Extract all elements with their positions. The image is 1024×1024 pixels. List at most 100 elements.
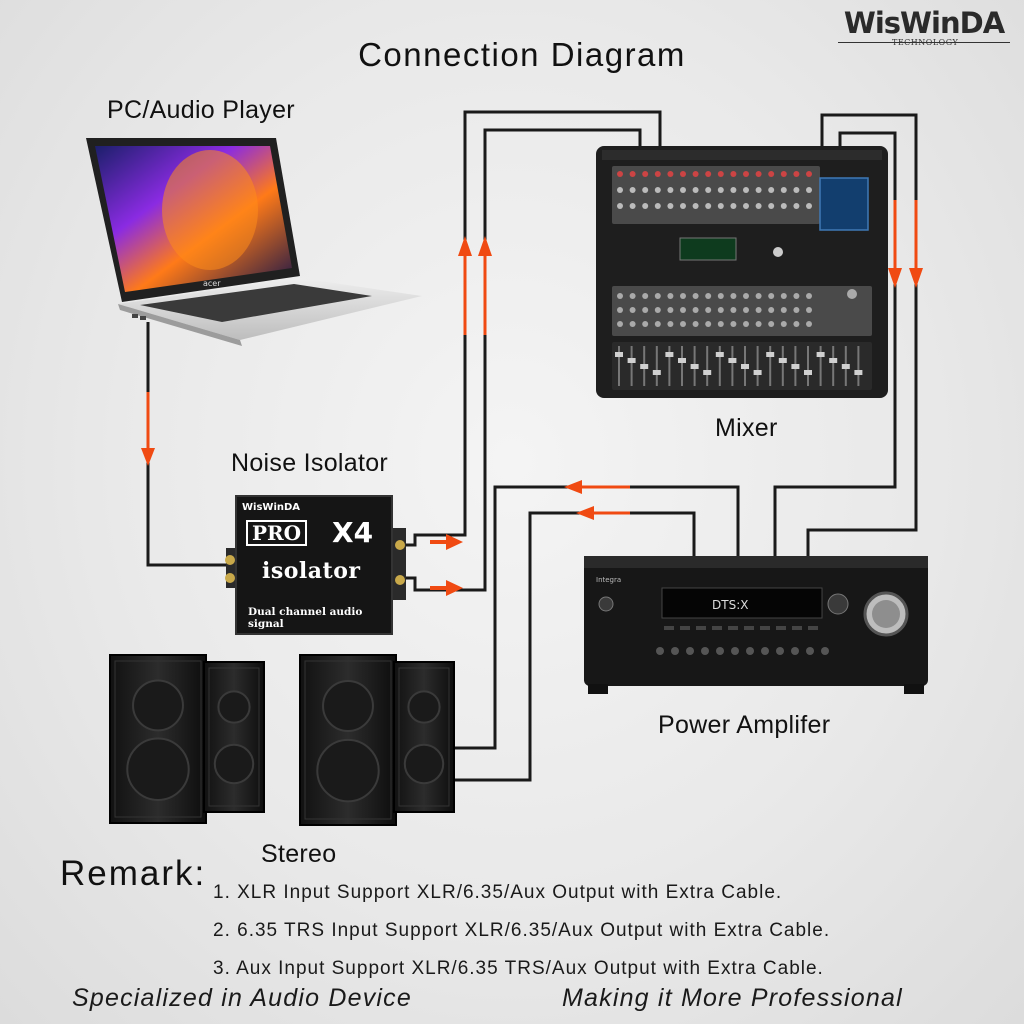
arrow-up-2 bbox=[478, 236, 492, 335]
mixer-knob bbox=[654, 293, 661, 299]
isolator-illustration bbox=[225, 495, 406, 635]
wire-amp-to-speaker-1 bbox=[455, 485, 740, 750]
mixer-knob bbox=[692, 187, 699, 193]
isolator-model: X4 bbox=[332, 516, 374, 549]
laptop-logo: acer bbox=[203, 279, 221, 288]
brand-tagline: TECHNOLOGY bbox=[892, 38, 959, 47]
amp-button bbox=[664, 626, 674, 630]
mixer-knob bbox=[617, 187, 623, 193]
speaker-cabinet bbox=[203, 661, 265, 813]
mixer-knob bbox=[705, 307, 712, 313]
wire-amp-to-speaker-2 bbox=[455, 511, 696, 782]
mixer-knob bbox=[692, 171, 699, 177]
amp-button bbox=[808, 626, 818, 630]
mixer-knob bbox=[780, 203, 787, 209]
mixer-knob bbox=[692, 203, 699, 209]
isolator-pro: PRO bbox=[246, 520, 308, 546]
laptop-illustration: acer bbox=[86, 138, 422, 346]
amp-button bbox=[792, 626, 802, 630]
amplifier-illustration: DTS:X Integra bbox=[584, 556, 928, 694]
mixer-knob bbox=[768, 203, 775, 209]
mixer-knob bbox=[755, 187, 762, 193]
mixer-knob bbox=[667, 307, 674, 313]
amp-button bbox=[791, 647, 799, 655]
remark-heading: Remark: bbox=[60, 854, 207, 893]
amp-button bbox=[806, 647, 814, 655]
amp-button bbox=[821, 647, 829, 655]
mixer-knob bbox=[730, 203, 737, 209]
amp-display-text: DTS:X bbox=[712, 598, 748, 612]
mixer-knob bbox=[642, 187, 649, 193]
amp-brand: Integra bbox=[596, 576, 621, 584]
amp-button bbox=[701, 647, 709, 655]
wire-isolator-to-mixer-1 bbox=[395, 110, 662, 547]
mixer-knob bbox=[793, 321, 800, 327]
mixer-knob bbox=[629, 171, 636, 177]
mixer-knob bbox=[743, 321, 749, 327]
mixer-knob bbox=[730, 187, 737, 193]
speaker-cabinet bbox=[109, 654, 207, 824]
mixer-knob bbox=[806, 171, 812, 177]
mixer-knob bbox=[793, 203, 800, 209]
arrow-left-amp-2 bbox=[576, 506, 630, 520]
amp-button bbox=[744, 626, 754, 630]
amp-button bbox=[760, 626, 770, 630]
mixer-knob bbox=[680, 171, 686, 177]
mixer-knob bbox=[717, 187, 724, 193]
fader-knob bbox=[778, 358, 787, 363]
mixer-knob bbox=[680, 203, 686, 209]
amp-button bbox=[696, 626, 706, 630]
mixer-knob bbox=[692, 307, 699, 313]
remark-item-1: 1. XLR Input Support XLR/6.35/Aux Output… bbox=[213, 882, 783, 903]
mixer-knob bbox=[793, 187, 800, 193]
mixer-illustration bbox=[596, 146, 888, 398]
amp-button bbox=[671, 647, 679, 655]
fader-knob bbox=[652, 370, 661, 375]
mixer-knob bbox=[780, 293, 787, 299]
fader-knob bbox=[854, 370, 863, 375]
mixer-knob bbox=[730, 293, 737, 299]
fader-knob bbox=[791, 364, 800, 369]
mixer-faders bbox=[615, 346, 863, 386]
amp-button bbox=[776, 626, 786, 630]
mixer-knob bbox=[705, 187, 712, 193]
mixer-knob bbox=[780, 171, 787, 177]
fader-knob bbox=[766, 352, 775, 357]
mixer-knob bbox=[730, 307, 737, 313]
isolator-name: isolator bbox=[262, 558, 361, 584]
mixer-knob bbox=[755, 171, 762, 177]
mixer-knob bbox=[768, 307, 775, 313]
mixer-knob bbox=[743, 293, 749, 299]
mixer-knob bbox=[654, 321, 661, 327]
mixer-knob bbox=[629, 321, 636, 327]
mixer-knob bbox=[806, 321, 812, 327]
signal-wires bbox=[146, 110, 918, 782]
isolator-brand: WisWinDA bbox=[242, 502, 301, 513]
fader-knob bbox=[741, 364, 749, 369]
footer-slogan-right: Making it More Professional bbox=[562, 984, 903, 1012]
mixer-knob bbox=[768, 171, 775, 177]
mixer-knob bbox=[654, 307, 661, 313]
speaker-cabinet bbox=[393, 661, 455, 813]
mixer-knob bbox=[730, 321, 737, 327]
speakers-illustration bbox=[109, 654, 455, 826]
mixer-knob bbox=[705, 203, 712, 209]
mixer-knob bbox=[667, 171, 674, 177]
fader-knob bbox=[615, 352, 623, 357]
mixer-knob bbox=[705, 321, 712, 327]
isolator-subtitle: Dual channel audio signal bbox=[248, 606, 363, 630]
mixer-knob bbox=[806, 187, 812, 193]
brand-name: WisWinDA bbox=[843, 6, 1005, 40]
mixer-knob bbox=[793, 293, 800, 299]
mixer-knob bbox=[654, 203, 661, 209]
fader-knob bbox=[841, 364, 850, 369]
mixer-knob bbox=[667, 321, 674, 327]
fader-knob bbox=[627, 358, 636, 363]
mixer-knob bbox=[780, 187, 787, 193]
wire-pc-to-isolator bbox=[146, 322, 236, 567]
fader-knob bbox=[640, 364, 649, 369]
mixer-knob bbox=[806, 307, 812, 313]
wire-mixer-to-amp-1 bbox=[806, 113, 918, 556]
mixer-knob bbox=[642, 203, 649, 209]
